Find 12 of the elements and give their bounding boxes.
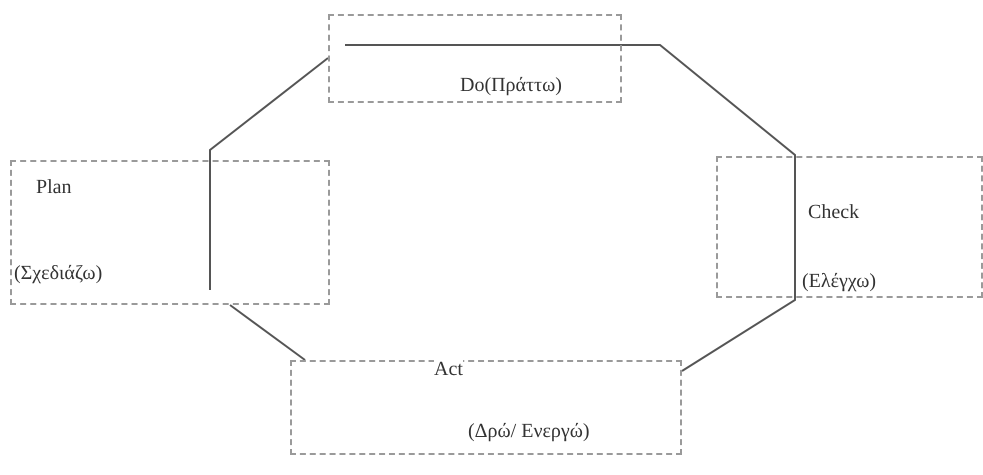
stage-label: Do(Πράττω) [460,74,562,97]
connector-line [229,304,306,361]
stage-translation: (Ελέγχω) [802,270,876,293]
connector-line [209,57,329,160]
dashed-box [290,360,682,455]
stage-translation: (Σχεδιάζω) [14,262,102,285]
connector-line [622,44,796,156]
stage-translation: (Δρώ/ Ενεργώ) [468,420,590,443]
dashed-box [716,156,983,298]
dashed-box [10,160,330,305]
connector-line [681,298,796,372]
dashed-box [328,14,622,103]
